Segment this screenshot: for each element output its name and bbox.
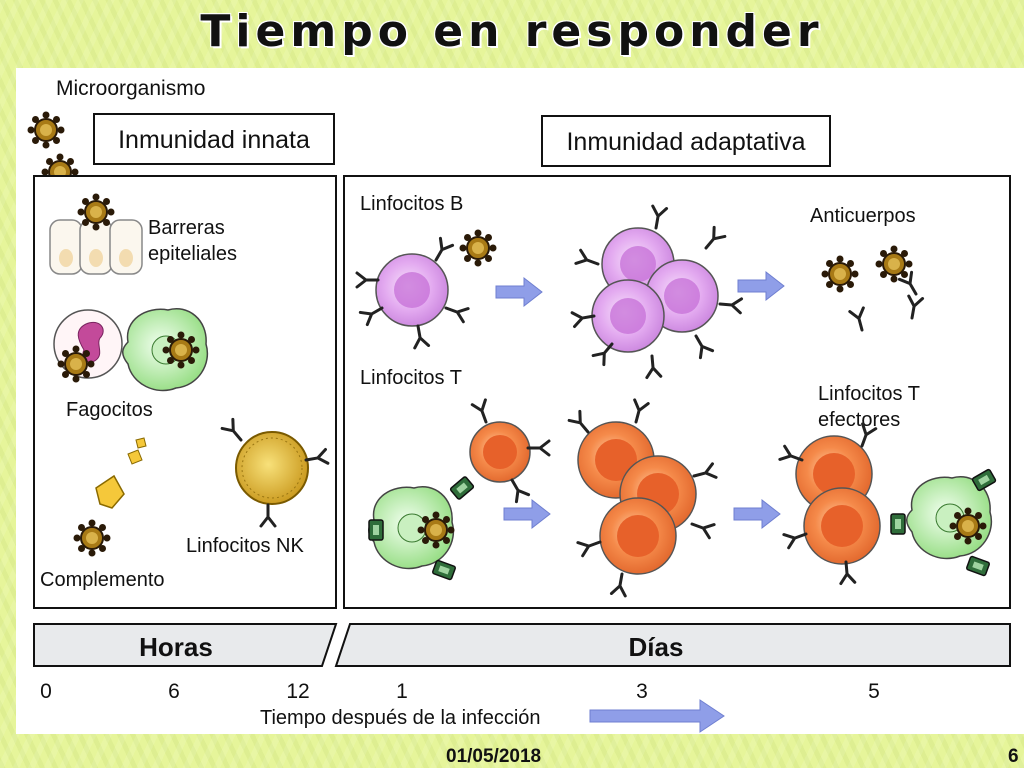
effector-t-label-line1: Linfocitos T bbox=[818, 383, 920, 405]
hours-label: Horas bbox=[139, 632, 213, 662]
macrophage-icon bbox=[121, 307, 209, 392]
complement-fragments-icon bbox=[95, 437, 147, 509]
days-label: Días bbox=[629, 632, 684, 662]
tick-label: 0 bbox=[40, 680, 52, 703]
epithelial-label-line1: Barreras bbox=[148, 217, 225, 239]
microorganism-label: Microorganismo bbox=[56, 77, 205, 100]
microbe-icon bbox=[72, 518, 112, 558]
epithelial-label-line2: epiteliales bbox=[148, 243, 237, 265]
innate-header: Inmunidad innata bbox=[118, 126, 310, 154]
slide-page-number: 6 bbox=[1008, 746, 1019, 767]
antigen-presenting-cell-icon bbox=[367, 475, 475, 581]
infected-target-cell-icon bbox=[890, 468, 997, 577]
tick-label: 3 bbox=[636, 680, 648, 703]
time-arrow-icon bbox=[589, 699, 725, 733]
neutrophil-icon bbox=[53, 309, 123, 384]
phagocytes-label: Fagocitos bbox=[66, 399, 153, 421]
innate-header-box bbox=[93, 113, 335, 165]
adaptive-panel bbox=[343, 175, 1011, 609]
nk-label: Linfocitos NK bbox=[186, 535, 304, 557]
timeline-ticks: 0 6 12 1 3 5 bbox=[40, 680, 880, 703]
b-cells-label: Linfocitos B bbox=[360, 193, 463, 215]
microbe-icon bbox=[76, 192, 116, 232]
slide-title: Tiempo en responder bbox=[200, 6, 824, 57]
timeline-days-bar bbox=[334, 623, 1011, 667]
tick-label: 12 bbox=[286, 680, 309, 703]
complement-label: Complemento bbox=[40, 569, 165, 591]
effector-t-label-line2: efectores bbox=[818, 409, 900, 431]
timeline-hours-bar bbox=[33, 623, 338, 667]
tick-label: 6 bbox=[168, 680, 180, 703]
time-axis-label: Tiempo después de la infección bbox=[260, 707, 541, 729]
antibodies-label: Anticuerpos bbox=[810, 205, 916, 227]
nk-cell-icon bbox=[220, 417, 330, 528]
tick-label: 1 bbox=[396, 680, 408, 703]
adaptive-header-box bbox=[541, 115, 831, 167]
slide-date: 01/05/2018 bbox=[446, 746, 542, 767]
epithelial-cells-icon bbox=[49, 219, 143, 275]
microbe-icon bbox=[458, 228, 498, 268]
microbe-icon bbox=[26, 110, 66, 150]
adaptive-header: Inmunidad adaptativa bbox=[566, 128, 805, 156]
t-cells-label: Linfocitos T bbox=[360, 367, 462, 389]
tick-label: 5 bbox=[868, 680, 880, 703]
immune-response-diagram: Microorganismo Inmunidad innata Barreras… bbox=[26, 77, 1011, 733]
immune-response-figure: Microorganismo Inmunidad innata Barreras… bbox=[16, 68, 1024, 734]
